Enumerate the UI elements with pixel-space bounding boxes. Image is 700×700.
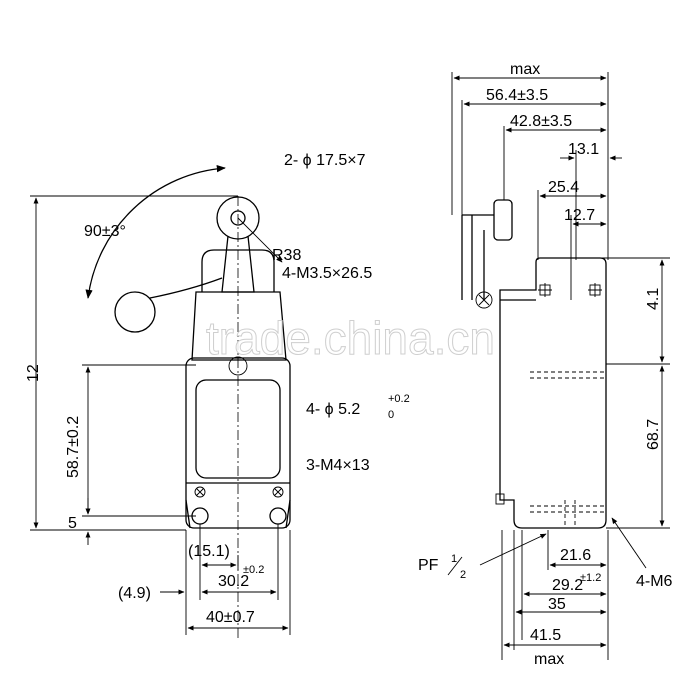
side-pivot <box>475 291 493 309</box>
label-d687: 68.7 <box>645 419 662 450</box>
label-d428: 42.8±3.5 <box>510 113 572 130</box>
label-max-bottom: max <box>534 651 564 668</box>
front-view <box>30 165 291 640</box>
label-max-top: max <box>510 61 540 78</box>
label-d131: 13.1 <box>568 141 599 158</box>
label-d292: 29.2 <box>552 577 583 594</box>
side-body <box>499 257 607 529</box>
front-labels: 2- ϕ 17.5×7 90±3° R38 4-M3.5×26.5 4- ϕ 5… <box>25 152 410 626</box>
side-labels: max 56.4±3.5 42.8±3.5 13.1 25.4 12.7 4.1… <box>418 61 673 668</box>
side-view <box>451 72 670 660</box>
label-d415: 41.5 <box>530 627 561 644</box>
label-d35: 35 <box>548 596 566 613</box>
label-pf-den: 2 <box>460 569 466 581</box>
watermark: trade.china.cn <box>206 312 495 364</box>
label-roller: 2- ϕ 17.5×7 <box>284 152 366 169</box>
label-w302: 30.2 <box>218 573 249 590</box>
label-tol02: ±0.2 <box>243 564 264 576</box>
screw-left <box>194 486 206 498</box>
label-d564: 56.4±3.5 <box>486 87 548 104</box>
label-hole-tol-up: +0.2 <box>388 393 410 405</box>
label-radius: R38 <box>272 247 301 264</box>
mount-hole-right <box>269 507 287 525</box>
label-screws-top: 4-M3.5×26.5 <box>282 265 372 282</box>
roller-swung <box>114 291 156 333</box>
side-roller <box>493 199 513 241</box>
label-holes: 4- ϕ 5.2 <box>306 401 360 418</box>
radius-leader <box>237 217 283 263</box>
label-pf: PF <box>418 557 439 574</box>
label-d41: 4.1 <box>645 288 662 310</box>
label-height-mount: 58.7±0.2 <box>65 416 82 478</box>
label-pf-num: 1 <box>451 553 457 565</box>
swung-arm <box>149 277 223 299</box>
label-d254: 25.4 <box>548 179 579 196</box>
label-tol12: ±1.2 <box>580 572 601 584</box>
side-lever <box>462 214 494 300</box>
label-d216: 21.6 <box>560 547 591 564</box>
label-angle: 90±3° <box>84 223 126 240</box>
head-base <box>191 291 287 361</box>
label-hole-tol-down: 0 <box>388 409 394 421</box>
center-boss <box>228 356 248 376</box>
label-bottom-offset: 5 <box>68 515 77 532</box>
label-d127: 12.7 <box>564 207 595 224</box>
label-w40: 40±0.7 <box>206 609 255 626</box>
label-m6: 4-M6 <box>636 573 673 590</box>
label-screws-bottom: 3-M4×13 <box>306 457 370 474</box>
label-height-total: 12 <box>25 364 42 382</box>
screw-right <box>272 486 284 498</box>
label-w151: (15.1) <box>188 543 230 560</box>
label-w49: (4.9) <box>118 585 151 602</box>
angle-arc <box>85 165 226 299</box>
